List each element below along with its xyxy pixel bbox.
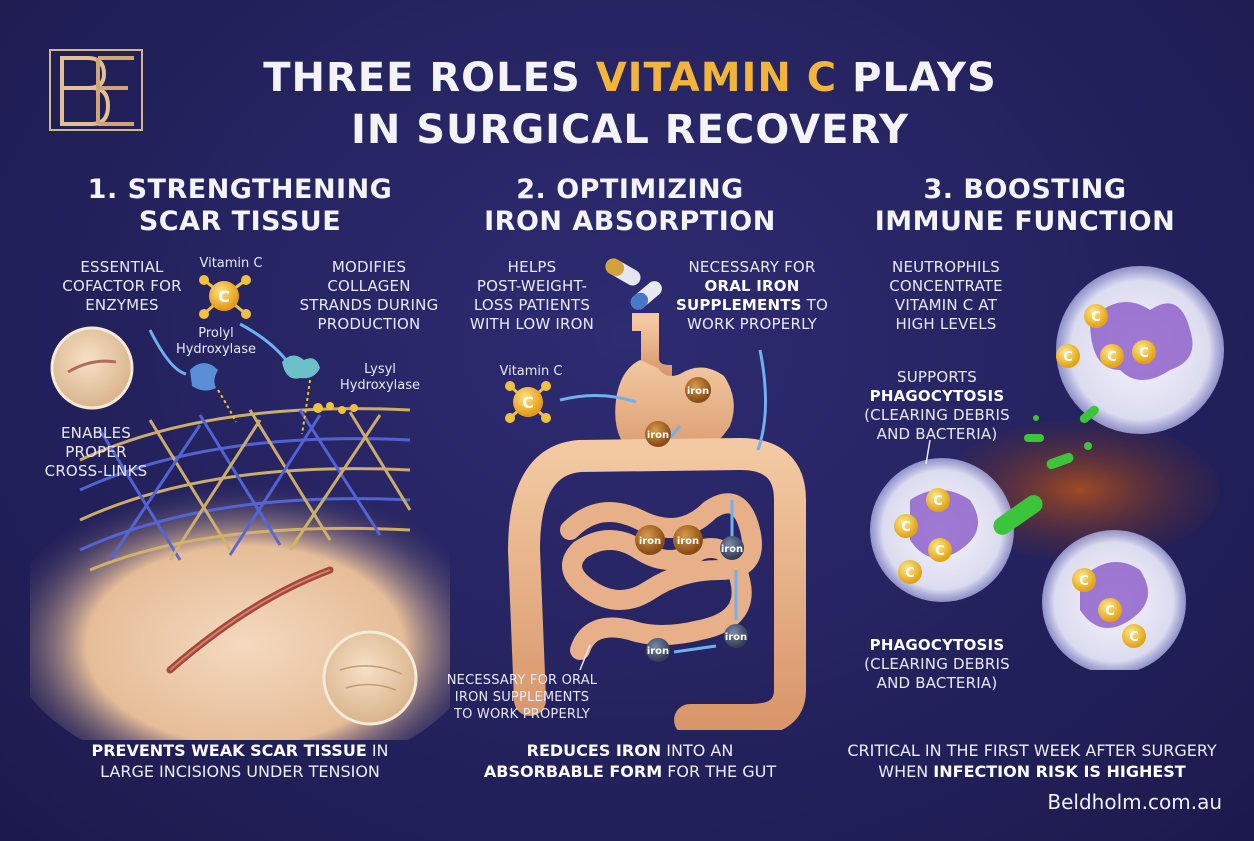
svg-text:iron: iron — [721, 544, 743, 555]
col2-footer: REDUCES IRON INTO AN ABSORBABLE FORM FOR… — [483, 741, 777, 781]
iron-pills — [605, 258, 662, 310]
neutrophil-left — [870, 458, 1014, 602]
svg-text:iron: iron — [677, 536, 699, 547]
col2-necessary-top-label: NECESSARY FOR ORAL IRON SUPPLEMENTS TO W… — [675, 258, 829, 333]
svg-text:C: C — [1105, 604, 1115, 619]
col1-illustration: C — [30, 275, 450, 740]
svg-text:C: C — [1107, 350, 1117, 365]
svg-text:C: C — [1079, 574, 1089, 589]
vitamin-c-molecule-col1: C — [199, 275, 251, 319]
svg-text:C: C — [1139, 346, 1149, 361]
prolyl-enzyme — [190, 363, 218, 391]
col2-necessary-bottom-label: NECESSARY FOR ORAL IRON SUPPLEMENTS TO W… — [446, 673, 598, 722]
scar-inset-bottom — [322, 630, 418, 726]
lysyl-enzyme — [282, 355, 320, 379]
cross-links-label: ENABLES PROPER CROSS-LINKS — [44, 424, 148, 480]
svg-text:iron: iron — [725, 632, 747, 643]
svg-text:iron: iron — [687, 386, 709, 397]
neutrophil-bottom — [1042, 530, 1186, 670]
prolyl-hydroxylase-label: Prolyl Hydroxylase — [175, 326, 257, 357]
vitamin-c-molecule-col2: C — [505, 381, 551, 423]
col3-illustration: C C C C C C C C C C C — [870, 266, 1224, 670]
col3-phagocytosis-label: PHAGOCYTOSIS (CLEARING DEBRIS AND BACTER… — [864, 636, 1010, 692]
col2-vitamin-c-label: Vitamin C — [499, 364, 563, 379]
svg-text:C: C — [933, 494, 943, 509]
col1-heading: 1. STRENGTHENING SCAR TISSUE — [87, 174, 393, 237]
col1-vitamin-c-label: Vitamin C — [199, 256, 263, 271]
col2-heading: 2. OPTIMIZING IRON ABSORPTION — [484, 174, 776, 237]
svg-text:C: C — [218, 287, 230, 306]
col3-footer: CRITICAL IN THE FIRST WEEK AFTER SURGERY… — [847, 741, 1217, 781]
svg-text:C: C — [905, 566, 915, 581]
large-intestine — [507, 437, 806, 730]
col1-footer: PREVENTS WEAK SCAR TISSUE IN LARGE INCIS… — [91, 741, 389, 781]
title-highlight: VITAMIN C — [595, 55, 838, 101]
page-title: THREE ROLES VITAMIN C PLAYS IN SURGICAL … — [263, 55, 997, 153]
scar-inset-top — [50, 326, 134, 410]
svg-text:iron: iron — [639, 536, 661, 547]
col3-heading: 3. BOOSTING IMMUNE FUNCTION — [874, 174, 1176, 237]
beldholm-logo — [49, 49, 143, 131]
bacteria — [993, 405, 1099, 535]
svg-text:C: C — [1129, 630, 1139, 645]
lysyl-hydroxylase-label: Lysyl Hydroxylase — [339, 362, 421, 393]
svg-text:iron: iron — [647, 430, 669, 441]
website-url[interactable]: Beldholm.com.au — [1047, 790, 1222, 814]
iron-particles — [635, 377, 748, 662]
small-intestine — [560, 493, 762, 660]
svg-text:C: C — [1091, 310, 1101, 325]
svg-text:iron: iron — [647, 646, 669, 657]
col1-modifies-label: MODIFIES COLLAGEN STRANDS DURING PRODUCT… — [299, 258, 439, 333]
col1-cofactor-label: ESSENTIAL COFACTOR FOR ENZYMES — [62, 258, 182, 314]
col3-supports-label: SUPPORTS PHAGOCYTOSIS (CLEARING DEBRIS A… — [864, 368, 1010, 443]
svg-text:C: C — [1063, 350, 1073, 365]
col2-helps-label: HELPS POST-WEIGHT- LOSS PATIENTS WITH LO… — [469, 258, 595, 333]
col2-illustration: iron iron iron iron iron iron iron C — [505, 258, 806, 730]
col3-neutrophils-label: NEUTROPHILS CONCENTRATE VITAMIN C AT HIG… — [889, 258, 1003, 333]
svg-text:C: C — [901, 520, 911, 535]
neutrophil-top — [1056, 266, 1224, 434]
collagen-mesh — [79, 407, 412, 572]
svg-text:C: C — [522, 393, 534, 412]
svg-text:C: C — [935, 544, 945, 559]
